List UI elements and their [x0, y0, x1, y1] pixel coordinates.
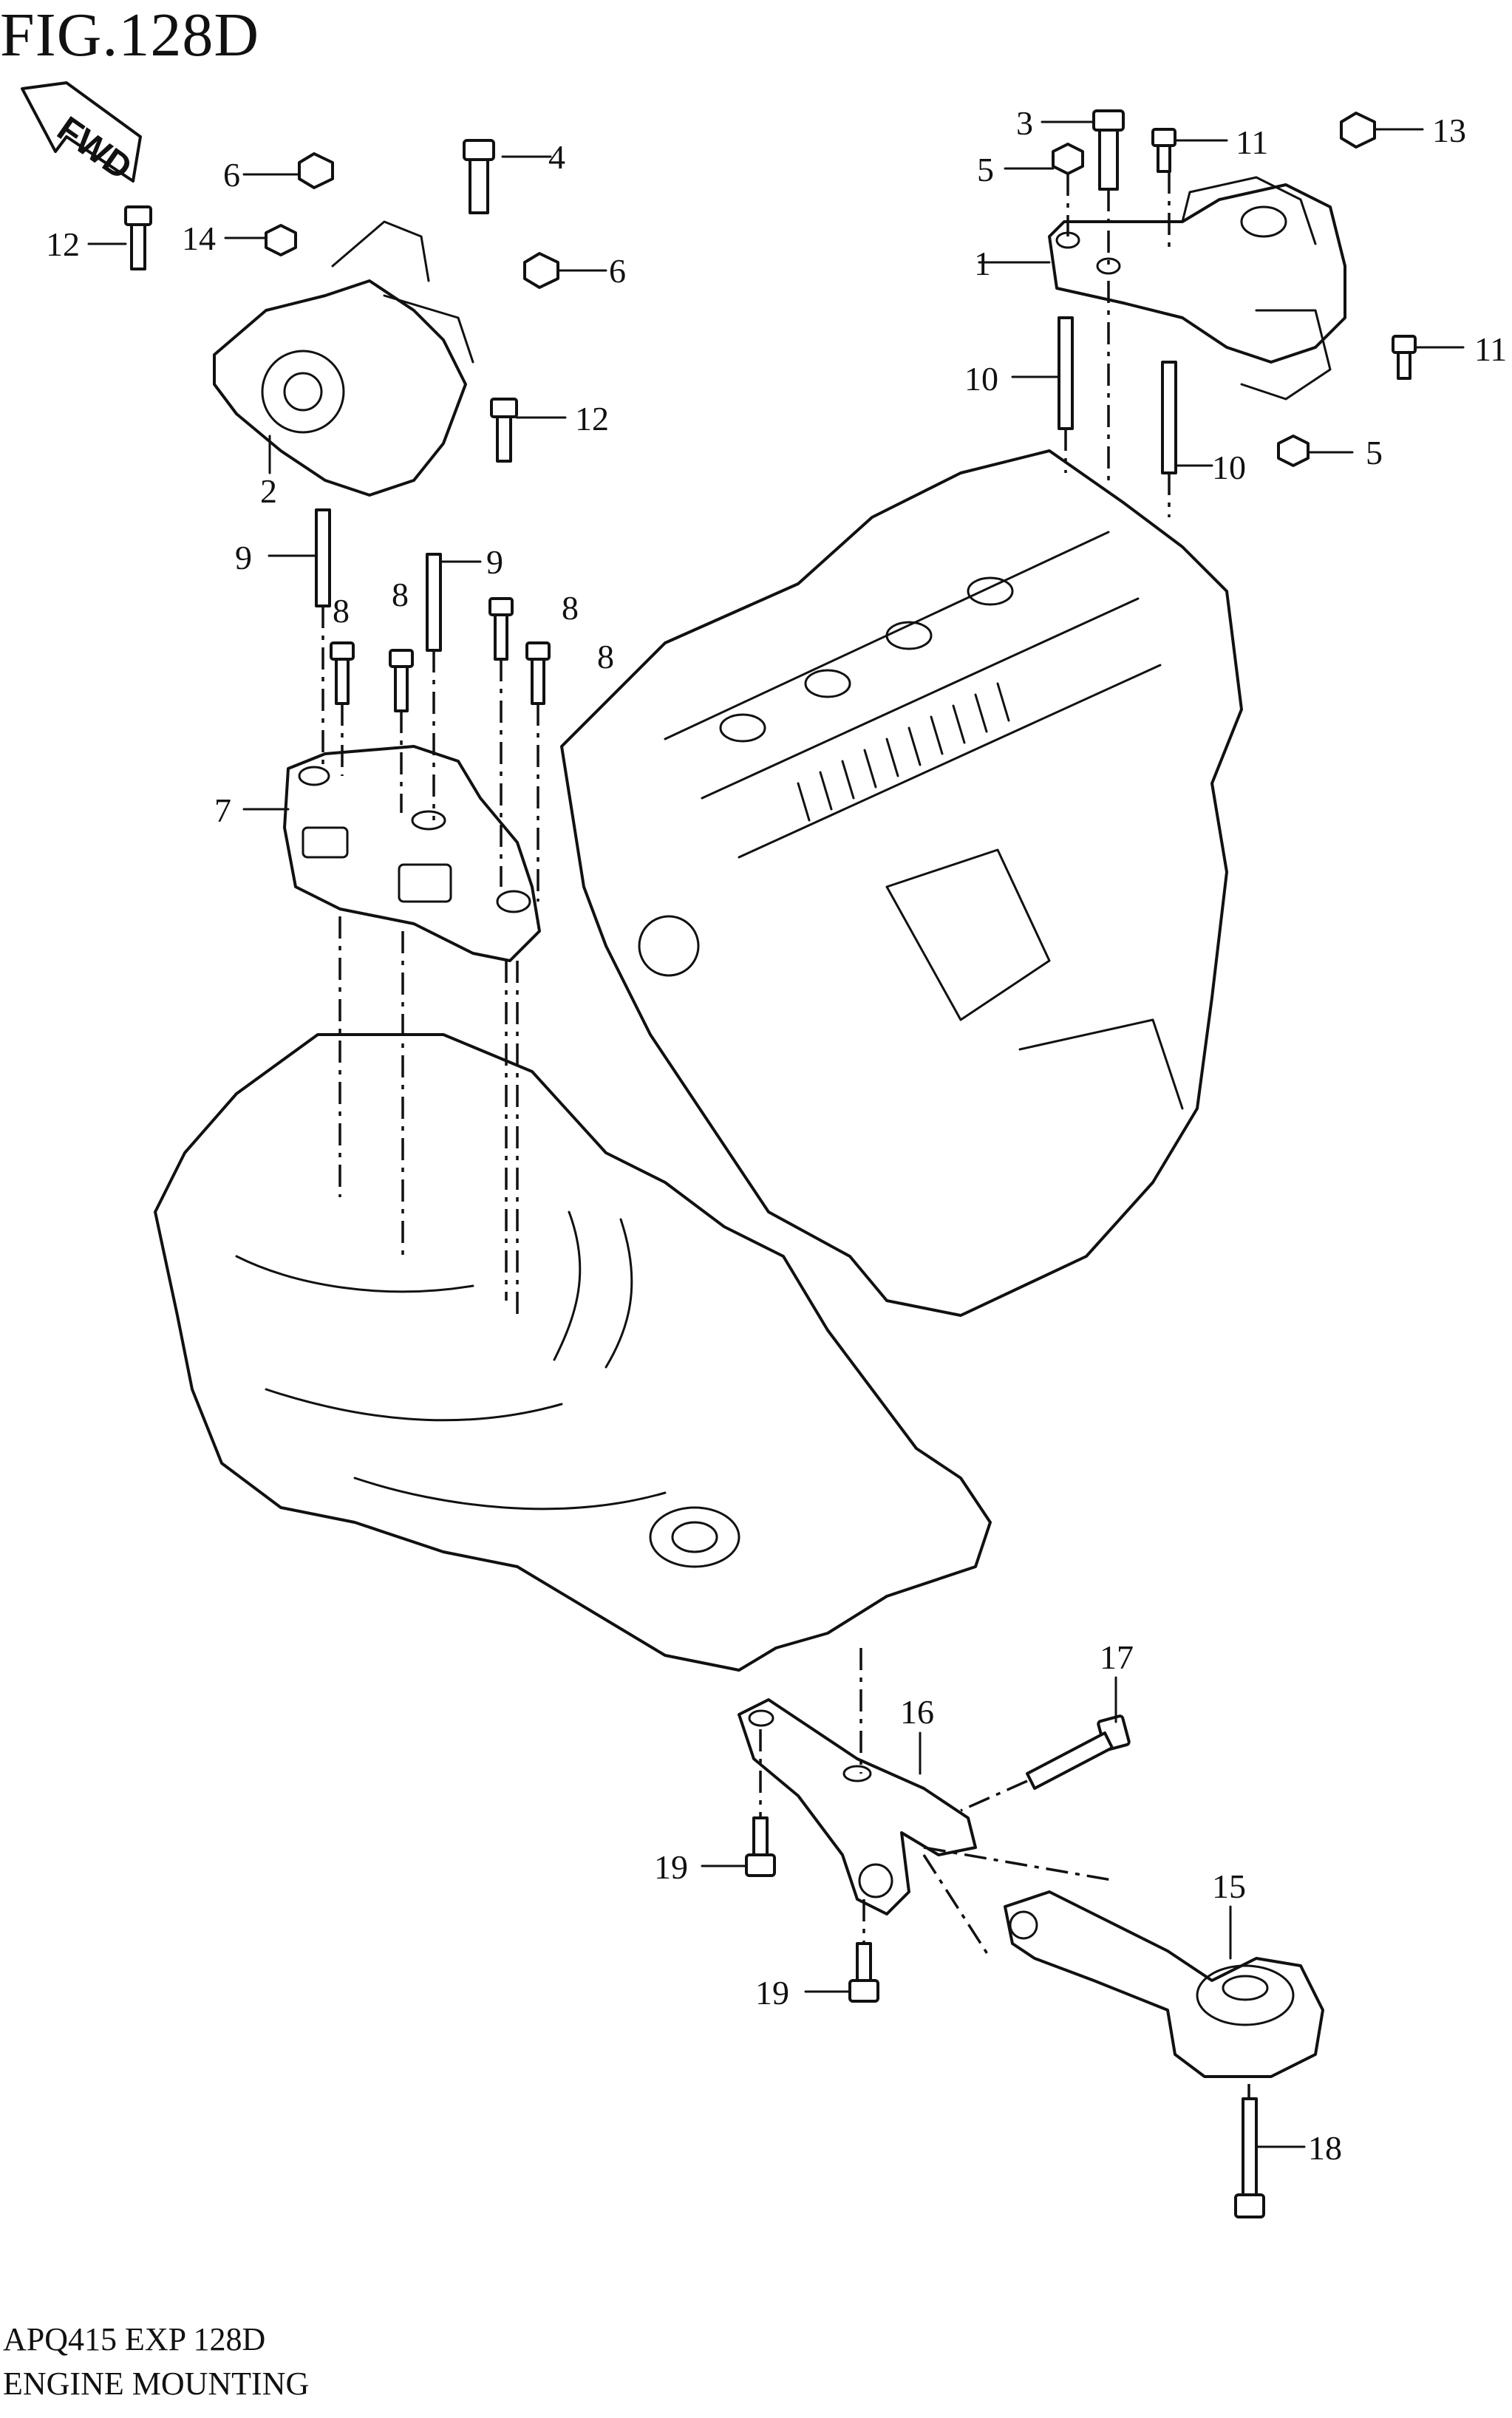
- stud-part-9-b: [426, 553, 442, 652]
- callout-11-right: 11: [1474, 330, 1507, 368]
- bolt-part-17: [1026, 1714, 1131, 1790]
- bolt-part-12-left: [124, 205, 152, 270]
- footer-name: ENGINE MOUNTING: [3, 2366, 310, 2402]
- bolt-part-18: [1234, 2097, 1265, 2218]
- stud-part-10-b: [1161, 361, 1177, 474]
- callout-2: 2: [260, 472, 277, 510]
- nut-part-6-right: [523, 252, 559, 289]
- leader-lines: [87, 120, 1465, 2148]
- callout-8-c: 8: [562, 589, 579, 627]
- fwd-arrow-icon: FWD: [21, 81, 142, 188]
- stud-part-10-a: [1058, 316, 1074, 430]
- bolt-part-12-right: [490, 398, 518, 463]
- callout-18: 18: [1308, 2129, 1342, 2167]
- footer-code: APQ415 EXP 128D: [3, 2321, 266, 2357]
- callout-17: 17: [1100, 1638, 1134, 1676]
- callout-9-b: 9: [486, 543, 503, 581]
- callout-8-a: 8: [333, 592, 350, 630]
- callout-5-top: 5: [977, 151, 994, 188]
- bolt-part-11-top: [1151, 128, 1176, 173]
- callout-9-a: 9: [235, 539, 252, 576]
- callout-10-b: 10: [1212, 449, 1246, 486]
- part-callouts: 1 2 3 4 5 5 6 6 7 8 8 8 8 9 9 10 10 11 1…: [46, 104, 1507, 2167]
- callout-16: 16: [900, 1693, 934, 1731]
- callout-14: 14: [182, 219, 216, 257]
- callout-4: 4: [548, 138, 565, 176]
- callout-5-bottom: 5: [1366, 434, 1383, 471]
- engine-transmission-assembly: [154, 449, 1243, 1672]
- bolt-part-8-a: [330, 641, 355, 705]
- bolt-part-19-a: [745, 1816, 776, 1877]
- bolt-part-4: [463, 139, 495, 214]
- nut-part-14: [265, 224, 297, 256]
- nut-part-5-bottom: [1277, 435, 1310, 467]
- bolt-part-3: [1092, 109, 1125, 191]
- nut-part-13: [1340, 112, 1376, 149]
- callout-8-b: 8: [392, 576, 409, 613]
- torque-rod-part-15: [1004, 1890, 1324, 2078]
- figure-title: FIG.128D: [0, 1, 260, 69]
- stud-part-9-a: [315, 508, 331, 607]
- callout-8-d: 8: [597, 638, 614, 675]
- callout-13: 13: [1432, 112, 1466, 149]
- bolt-part-19-b: [848, 1942, 879, 2003]
- callout-1: 1: [974, 245, 991, 282]
- left-engine-mount-part-2: [213, 220, 474, 497]
- transmission-bracket-part-7: [283, 745, 541, 962]
- callout-10-a: 10: [964, 360, 998, 398]
- nut-part-5-top: [1052, 143, 1084, 175]
- bolt-part-8-c: [488, 597, 514, 661]
- bolt-part-8-b: [389, 649, 414, 712]
- callout-12-left: 12: [46, 225, 80, 263]
- callout-15: 15: [1212, 1867, 1246, 1905]
- bolt-part-8-d: [525, 641, 551, 705]
- callout-7: 7: [214, 791, 231, 829]
- nut-part-6-left: [298, 152, 334, 189]
- callout-6-left: 6: [223, 156, 240, 194]
- callout-3: 3: [1016, 104, 1033, 142]
- right-engine-mount-part-1: [1048, 176, 1346, 401]
- bolt-part-11-right: [1392, 335, 1417, 380]
- callout-12-right: 12: [575, 400, 609, 437]
- torque-rod-bracket-part-16: [738, 1698, 977, 1915]
- callout-19-b: 19: [755, 1974, 789, 2012]
- assembly-lines: [321, 171, 1250, 2099]
- callout-11-top: 11: [1236, 123, 1268, 161]
- callout-6-right: 6: [609, 252, 626, 290]
- callout-19-a: 19: [654, 1848, 688, 1886]
